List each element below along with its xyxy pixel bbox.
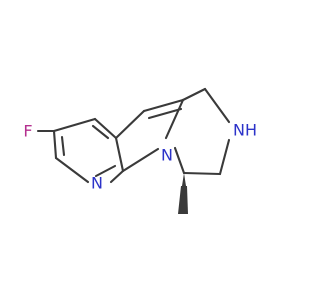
bond-c10-nh — [203, 87, 231, 124]
bond-c8-c10 — [181, 87, 207, 102]
bond-c4-n5 — [54, 156, 90, 184]
pyridine-nitrogen-label: N — [91, 174, 103, 193]
molecule-diagram: F N N NH — [23, 87, 257, 214]
methyl-wedge-bond — [182, 173, 186, 186]
bond-c6-c1 — [114, 136, 125, 173]
bond-c1-c7 — [114, 109, 146, 140]
bond-c3-c4 — [52, 129, 58, 160]
bond-c1-c2 — [93, 117, 118, 140]
amine-nh-label: NH — [233, 121, 257, 140]
bond-c7-c8-inner — [147, 107, 183, 120]
bond-c8-n9 — [164, 98, 185, 140]
methyl-wedge-bond-tail — [178, 186, 188, 214]
indole-nitrogen-label: N — [161, 146, 173, 165]
bond-c7-c8 — [142, 98, 185, 113]
bond-c2-c3 — [52, 117, 97, 133]
fluorine-label: F — [23, 122, 32, 141]
bond-c1-c2-inner — [91, 124, 110, 140]
bond-c12-n9 — [173, 146, 186, 175]
bond-c11-c12 — [182, 171, 222, 176]
bond-c3-c4-inner — [60, 135, 66, 157]
structure-canvas: F N N NH — [23, 87, 257, 214]
bond-n5-c6-inner — [94, 164, 117, 178]
bond-n5-c6 — [109, 169, 125, 184]
bond-n9-c6 — [121, 147, 160, 173]
bond-nh-c11 — [218, 138, 231, 176]
